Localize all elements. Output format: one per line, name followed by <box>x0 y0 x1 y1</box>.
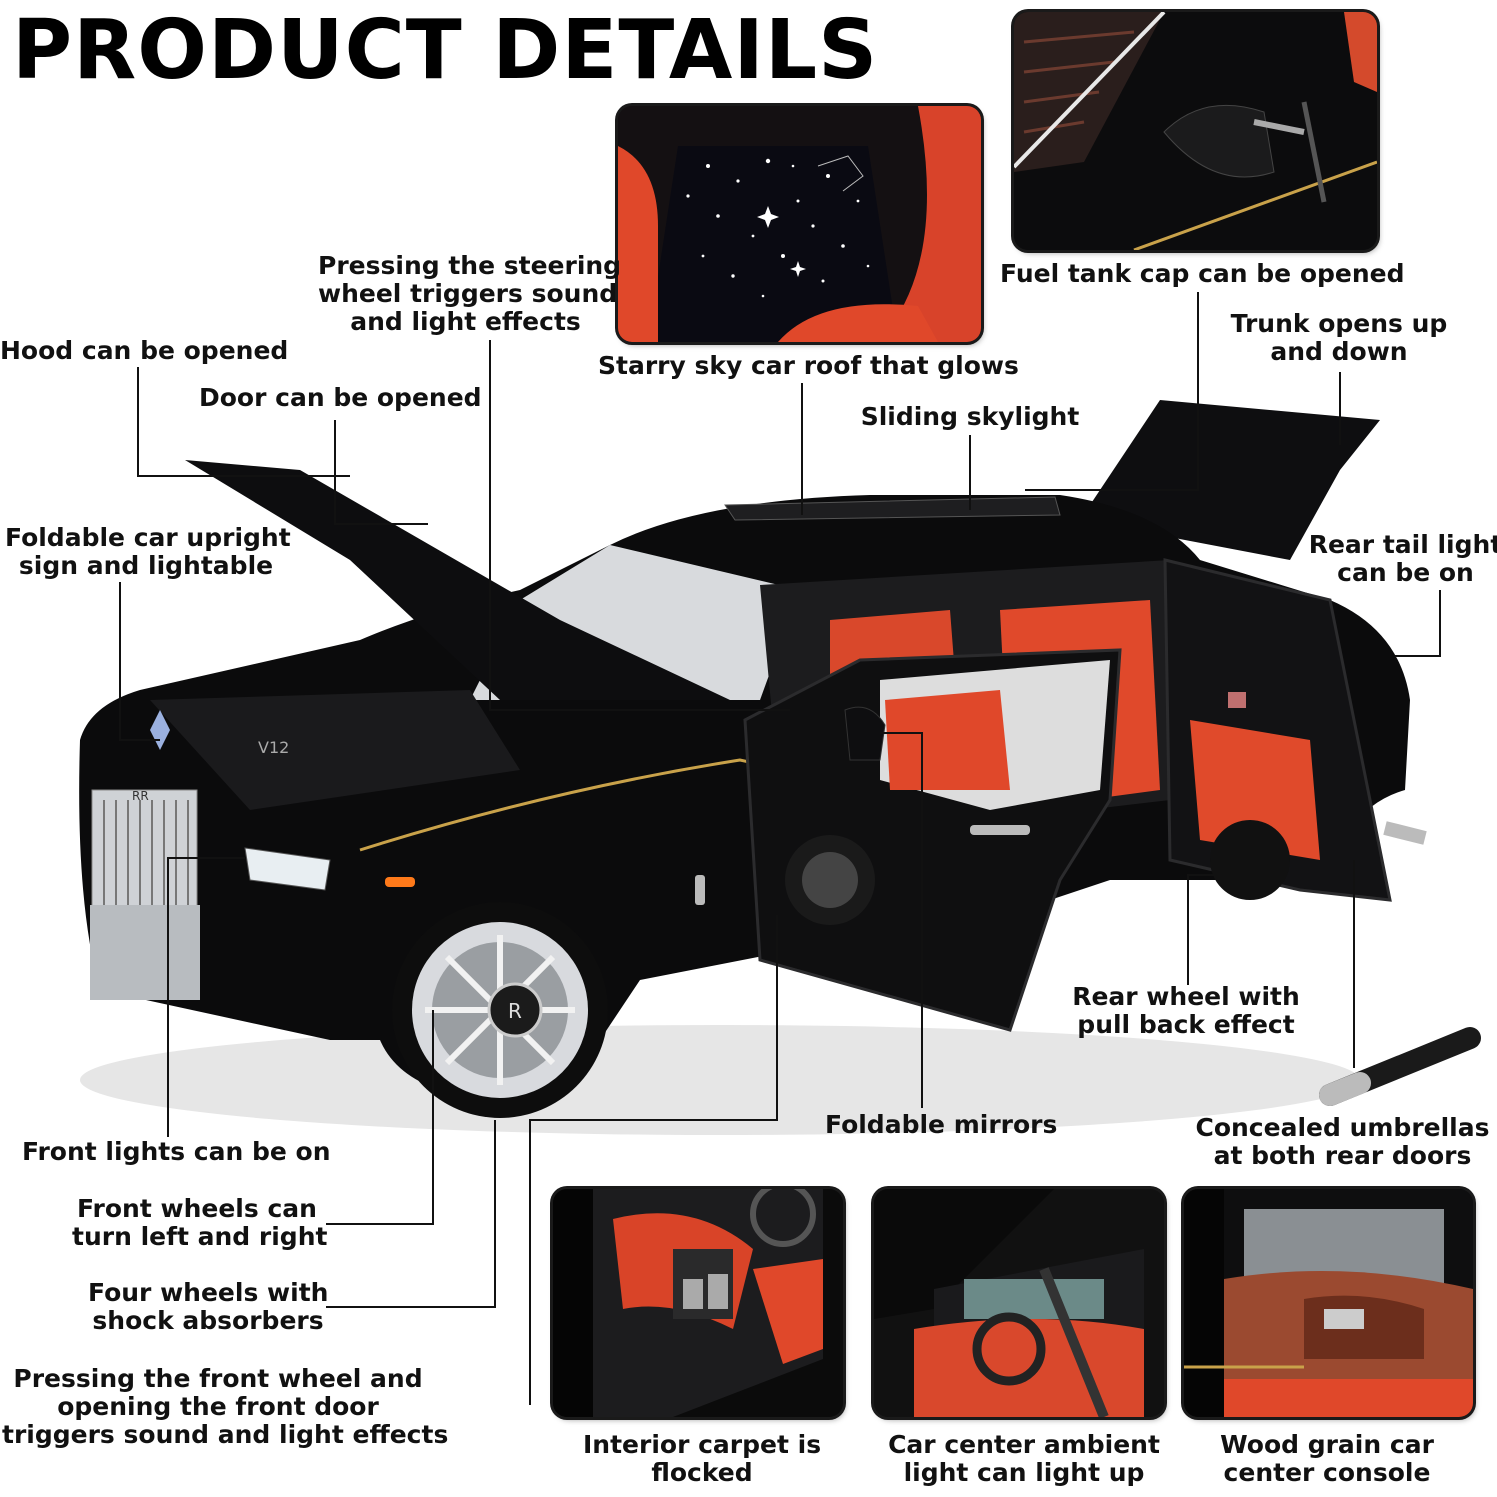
page-title: PRODUCT DETAILS <box>12 3 879 98</box>
label-fuel-cap: Fuel tank cap can be opened <box>1000 259 1405 288</box>
label-front-lights: Front lights can be on <box>22 1137 331 1166</box>
fuel-cap-photo <box>1014 12 1377 250</box>
label-door: Door can be opened <box>199 383 482 412</box>
label-mirrors: Foldable mirrors <box>825 1110 1058 1139</box>
ambient-light-photo <box>874 1189 1164 1417</box>
wheel-badge: R <box>508 999 522 1023</box>
label-skylight: Sliding skylight <box>860 402 1080 431</box>
label-starry-roof: Starry sky car roof that glows <box>598 351 1019 380</box>
carpet-photo <box>553 1189 843 1417</box>
label-hood: Hood can be opened <box>0 336 289 365</box>
wood-console-photo <box>1184 1189 1473 1417</box>
grille-badge: RR <box>132 789 149 803</box>
engine-badge: V12 <box>258 738 289 757</box>
starry-roof-photo <box>618 106 981 342</box>
